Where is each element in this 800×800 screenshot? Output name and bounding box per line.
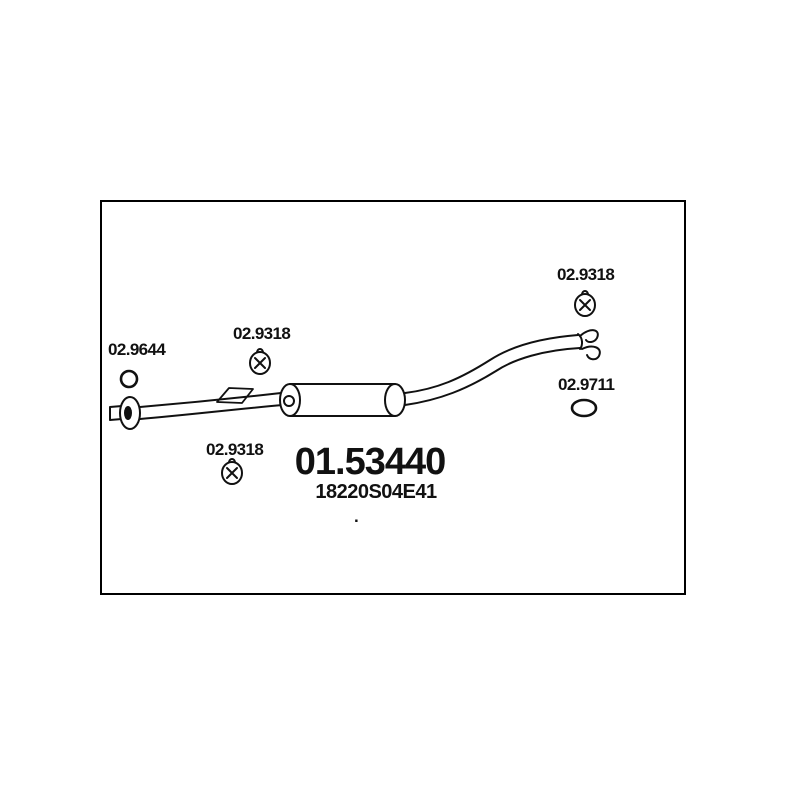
label-hanger-bottom: 02.9318 xyxy=(206,440,263,459)
label-ring-right: 02.9711 xyxy=(558,375,614,394)
label-hanger-top-right: 02.9318 xyxy=(557,265,614,284)
rear-end-hooks xyxy=(577,329,601,361)
gasket-ring-icon xyxy=(119,369,139,389)
mounting-bracket xyxy=(216,387,254,404)
inlet-flange xyxy=(109,396,141,430)
rear-pipe xyxy=(404,334,581,406)
centre-silencer xyxy=(279,383,406,417)
rubber-hanger-icon-top-right xyxy=(574,290,596,317)
exhaust-assembly-drawing xyxy=(109,329,601,430)
exhaust-diagram: 02.9644 02.9318 02.9318 02.9711 02.9318 … xyxy=(108,265,615,526)
front-pipe xyxy=(139,392,284,420)
diagram-frame: 02.9644 02.9318 02.9318 02.9711 02.9318 … xyxy=(100,200,686,595)
part-number: 01.53440 xyxy=(295,441,446,483)
footnote-dot: . xyxy=(354,507,358,526)
oem-number: 18220S04E41 xyxy=(315,481,437,503)
label-hanger-mid: 02.9318 xyxy=(233,324,290,343)
rubber-hanger-icon-mid xyxy=(249,348,271,375)
rubber-hanger-icon-bottom xyxy=(221,458,243,485)
label-gasket-left: 02.9644 xyxy=(108,340,166,359)
oval-ring-icon xyxy=(570,398,598,418)
